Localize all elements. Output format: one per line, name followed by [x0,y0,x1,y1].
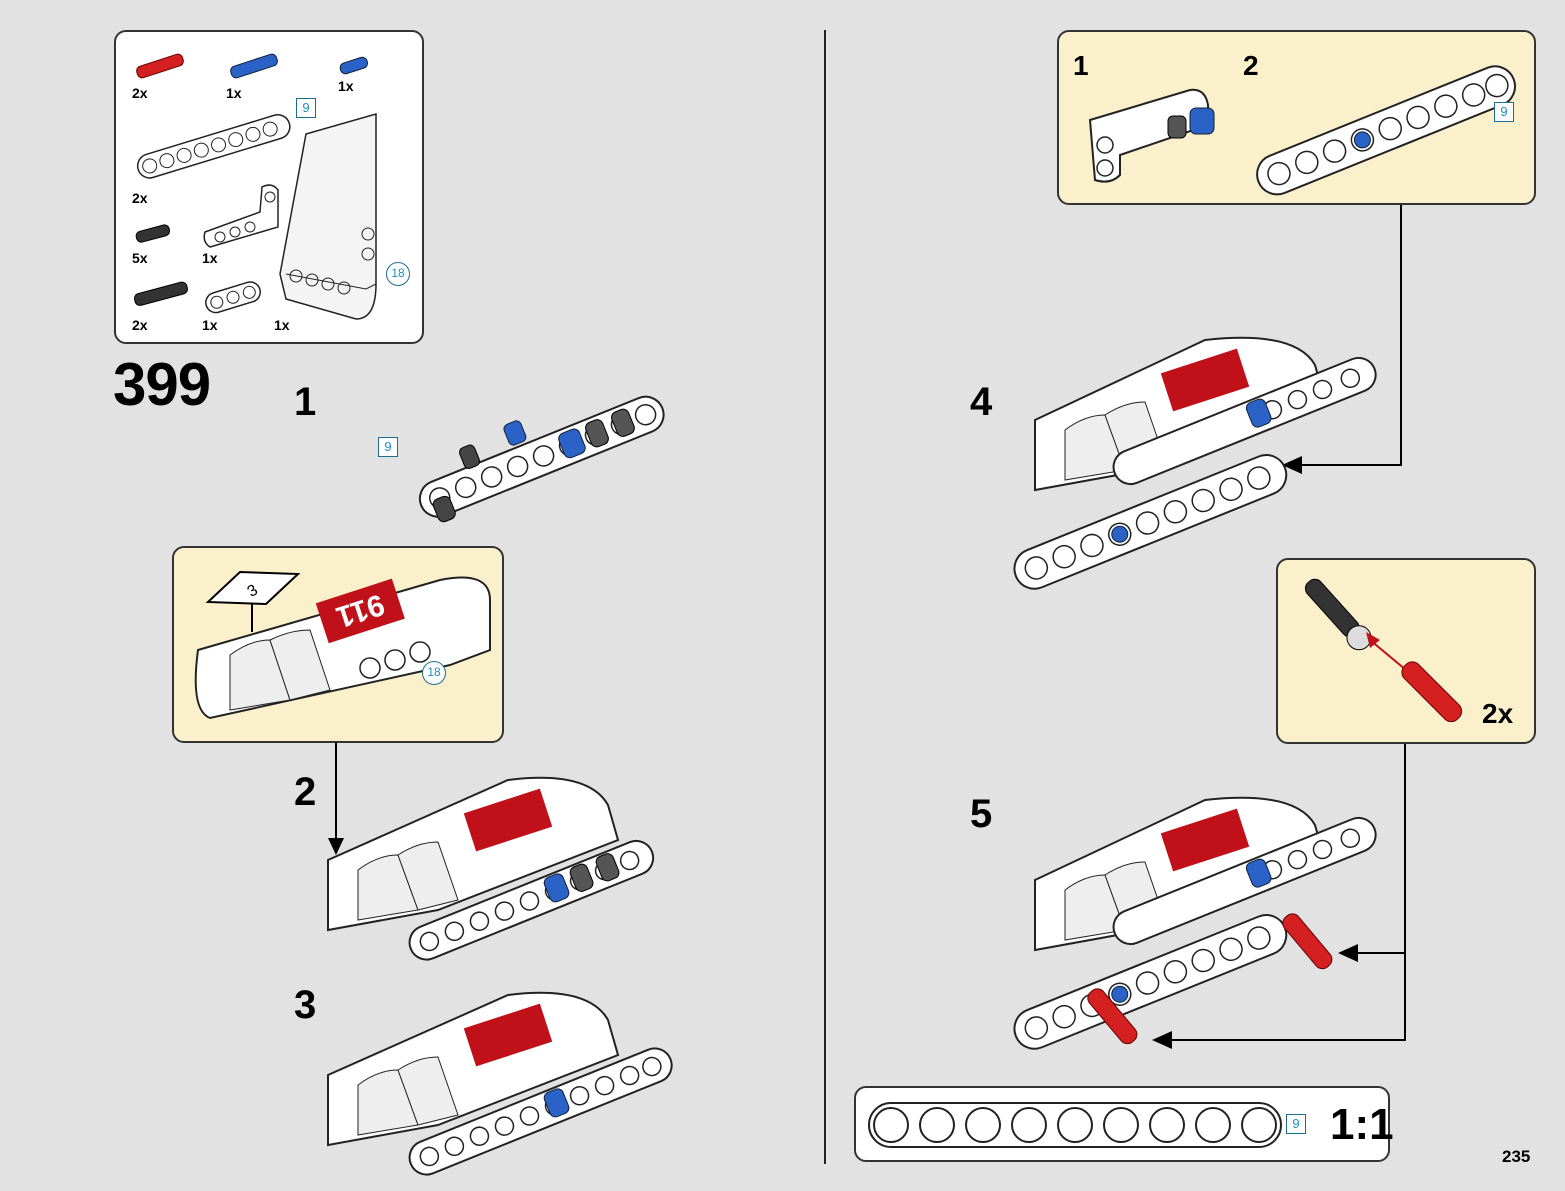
blue-axle-pin-icon [230,53,278,79]
beam-9-icon [136,113,291,179]
qty-angled-beam: 1x [202,250,218,266]
substep-4-assembly [1013,336,1377,590]
substep-2-label: 2 [294,770,317,814]
qty-blue-axle-pin: 1x [226,85,242,101]
callout-step-1: 1 [1073,50,1089,81]
angled-beam-icon [203,184,279,248]
beam-length-label: 9 [296,98,316,118]
sticker-callout-illustration: 3 911 [194,570,491,720]
ruler-beam-length: 9 [1286,1114,1306,1134]
arrow-down-step2 [328,743,344,855]
page-divider [824,30,826,1164]
substep-2-assembly [327,776,655,961]
callout-step-2-illustration [1256,65,1517,196]
qty-black-long-pin: 2x [132,317,148,333]
qty-red-pin: 2x [132,85,148,101]
qty-panel-18: 1x [274,317,290,333]
blue-short-pin-icon [339,56,369,75]
panel-number-callout: 18 [422,661,446,685]
substep-3-assembly [327,991,673,1176]
callout-beam-length: 9 [1494,102,1514,122]
black-long-pin-icon [133,281,188,306]
arrow-to-step5 [1152,744,1406,1049]
substep-1-label: 1 [294,380,317,424]
panel-18-icon [279,113,377,320]
red-pin-icon [136,53,184,79]
scale-beam-9 [868,1102,1282,1148]
qty-beam-3: 1x [202,317,218,333]
black-pin-icon [135,224,171,243]
page-number: 235 [1502,1147,1531,1166]
beam-length-label-s1: 9 [378,437,398,457]
substep-3-label: 3 [294,983,317,1027]
qty-beam-9: 2x [132,190,148,206]
substep-5-assembly [1013,796,1377,1050]
pin-assembly-illustration [1304,578,1463,723]
arrow-to-step4 [1282,205,1402,474]
beam-3-icon [205,281,262,314]
callout-step-1-illustration [1088,88,1215,183]
callout-step-2: 2 [1243,50,1259,81]
substep-5-label: 5 [970,792,993,836]
qty-black-pin: 5x [132,250,148,266]
panel-number-label: 18 [386,262,410,286]
substep-4-label: 4 [970,380,993,424]
scale-label: 1:1 [1330,1100,1394,1149]
parts-list-box: 2x 1x 1x 9 2x 5x 1x 2x [114,30,424,344]
qty-blue-short-pin: 1x [338,78,354,94]
substep-1-assembly [418,395,665,523]
pins-qty: 2x [1482,698,1514,729]
step-number: 399 [113,351,211,418]
